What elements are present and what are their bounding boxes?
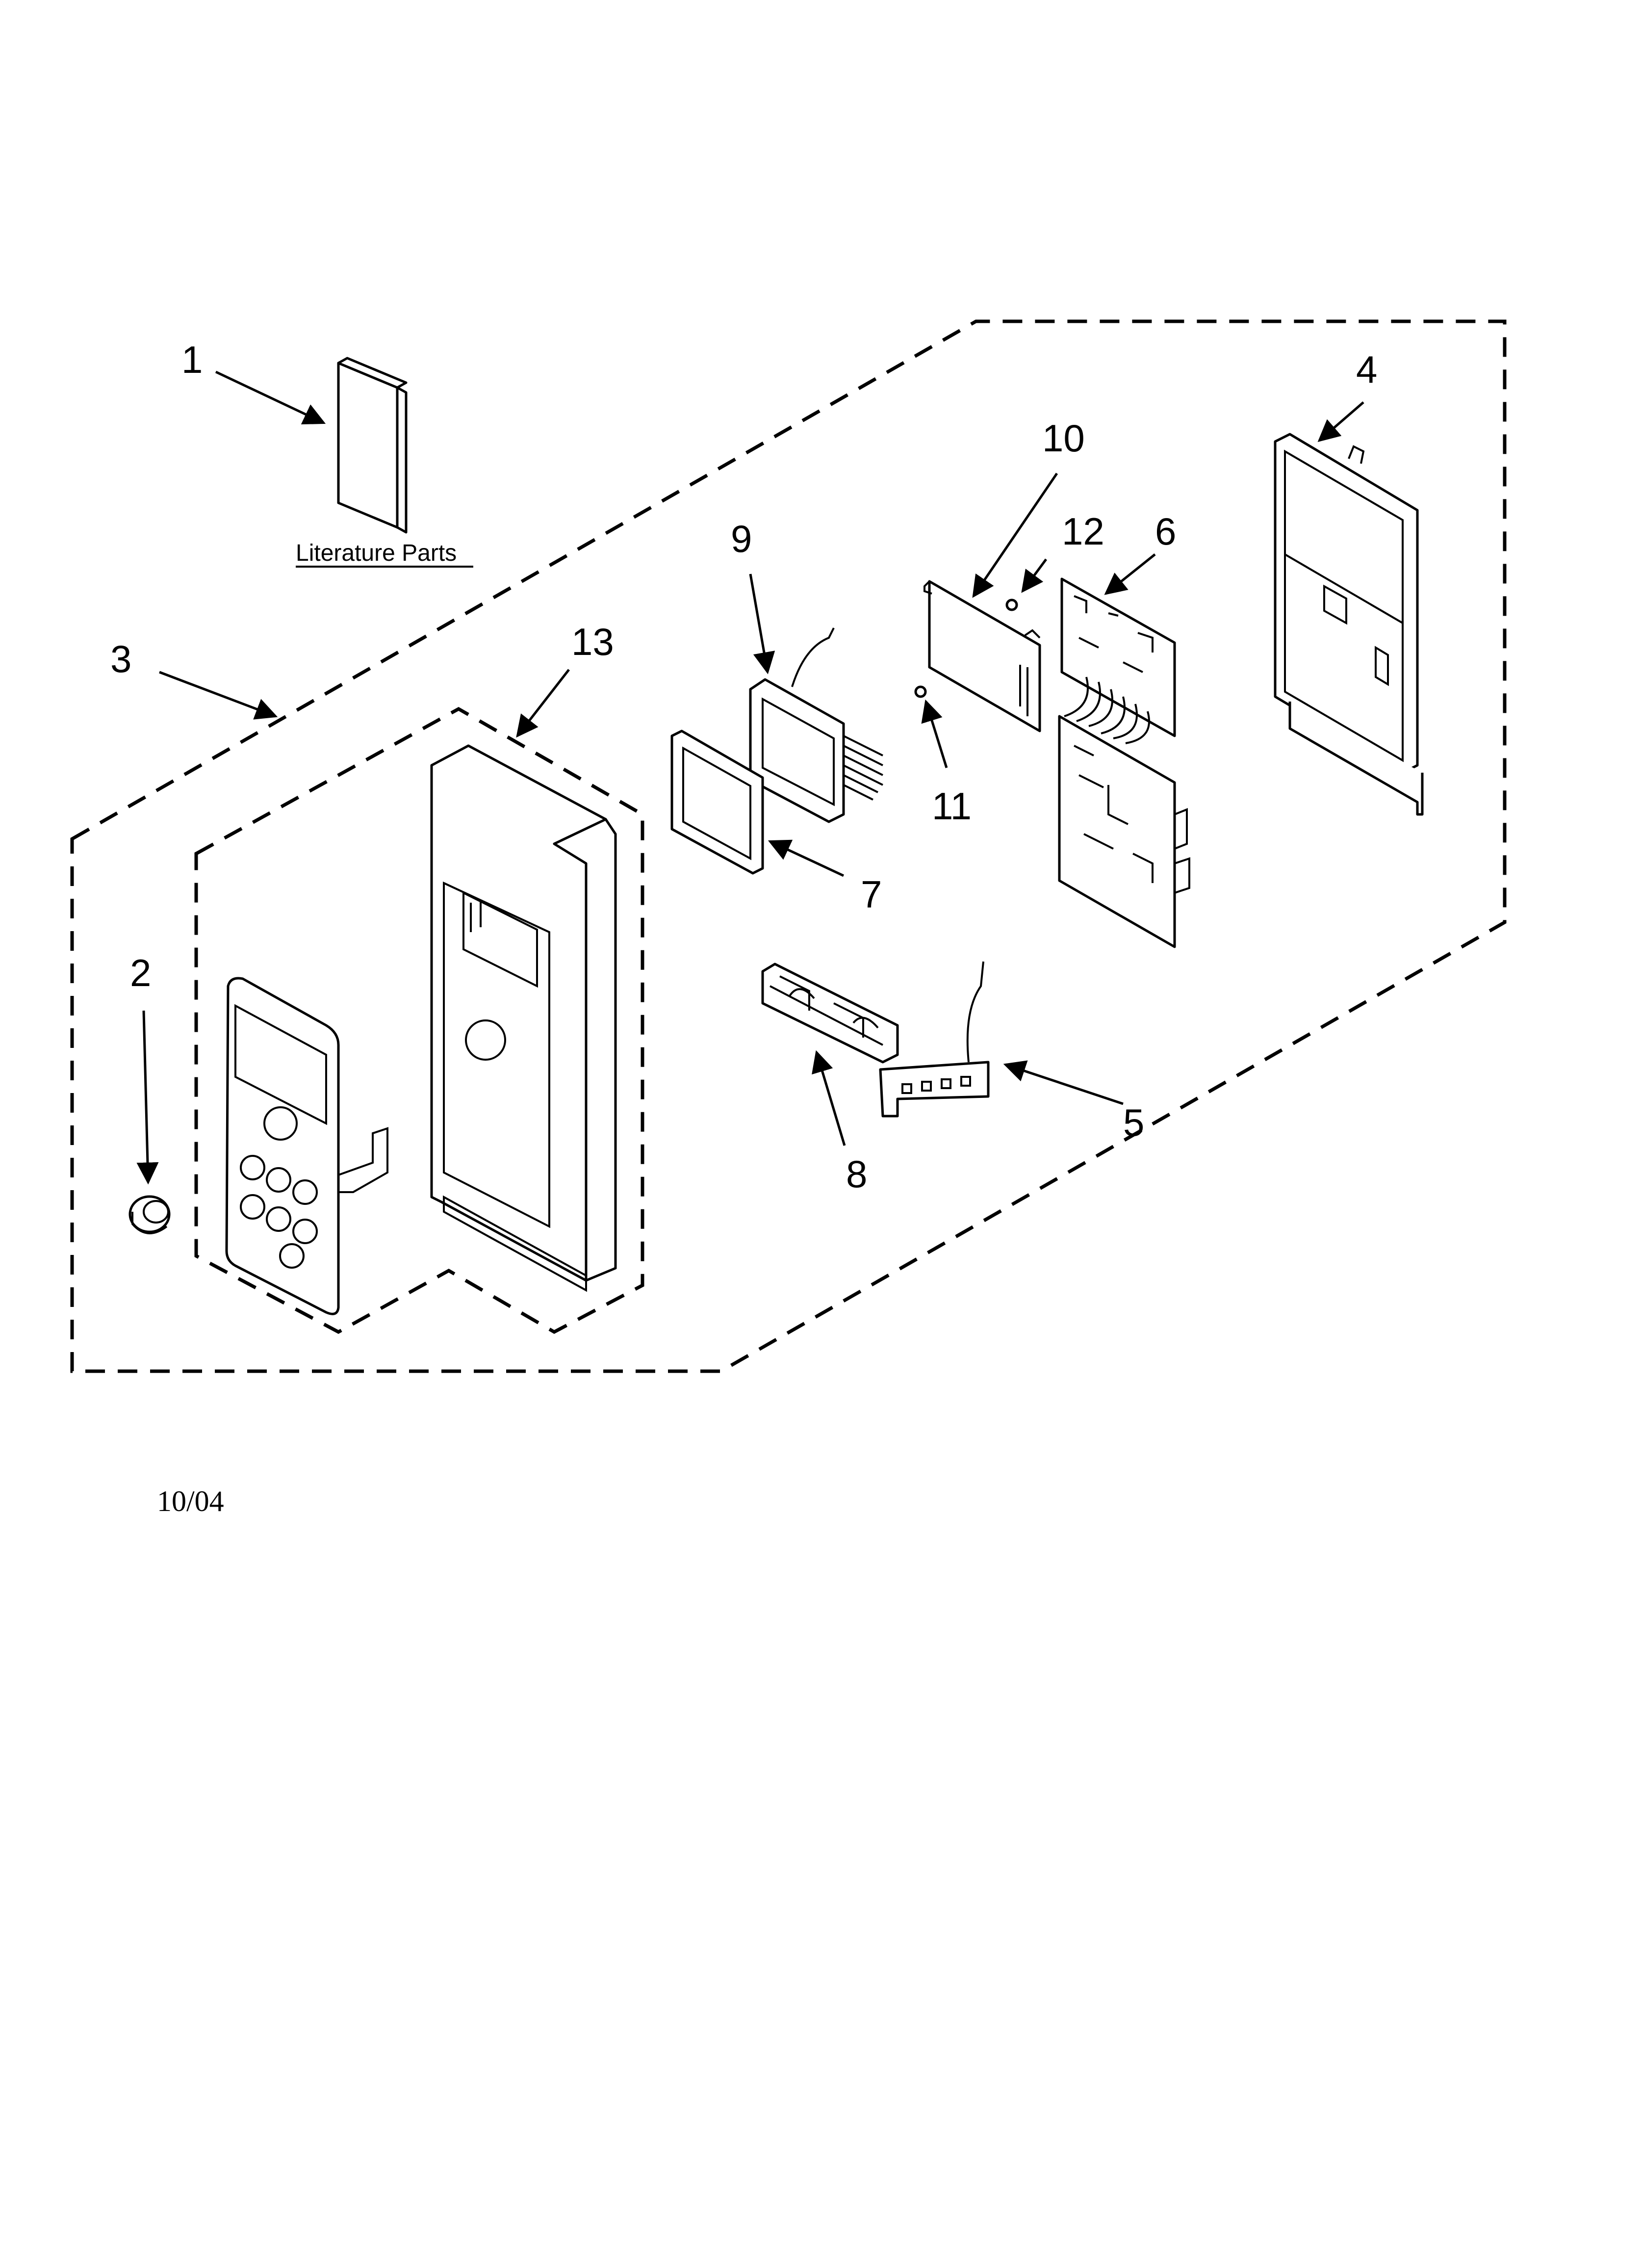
main-circuit-board bbox=[924, 580, 1041, 732]
leader-4 bbox=[1317, 401, 1364, 442]
small-part-11 bbox=[914, 685, 927, 698]
literature-parts-label: Literature Parts bbox=[296, 540, 457, 566]
leader-10 bbox=[972, 472, 1058, 598]
callout-4: 4 bbox=[1356, 348, 1377, 391]
leader-9 bbox=[749, 574, 775, 675]
callout-1: 1 bbox=[181, 338, 203, 381]
callout-10: 10 bbox=[1042, 417, 1085, 460]
sensor-board bbox=[879, 961, 990, 1118]
leader-5 bbox=[1003, 1060, 1124, 1105]
leader-2 bbox=[136, 1010, 159, 1185]
callout-2: 2 bbox=[130, 951, 151, 994]
leader-3 bbox=[159, 671, 278, 720]
callout-7: 7 bbox=[861, 873, 882, 916]
leader-7 bbox=[768, 839, 845, 877]
leader-11 bbox=[921, 699, 948, 768]
leader-8 bbox=[812, 1050, 846, 1146]
leader-12 bbox=[1021, 558, 1048, 593]
leader-13 bbox=[516, 669, 570, 738]
literature-booklet bbox=[337, 357, 408, 534]
callout-12: 12 bbox=[1062, 510, 1104, 553]
control-knob bbox=[128, 1195, 171, 1234]
display-window bbox=[670, 730, 764, 875]
leader-6 bbox=[1104, 553, 1156, 595]
callout-6: 6 bbox=[1155, 510, 1176, 553]
control-panel-housing bbox=[430, 744, 617, 1292]
callout-9: 9 bbox=[731, 517, 752, 560]
callout-5: 5 bbox=[1123, 1101, 1144, 1144]
leader-1 bbox=[215, 370, 326, 425]
callout-13: 13 bbox=[571, 620, 614, 663]
callout-11: 11 bbox=[932, 784, 972, 828]
inner-assembly-boundary bbox=[194, 706, 644, 1334]
callout-3: 3 bbox=[110, 637, 131, 680]
callout-8: 8 bbox=[846, 1152, 867, 1196]
membrane-keypad bbox=[225, 977, 388, 1315]
switch-bracket bbox=[761, 963, 899, 1064]
revision-date: 10/04 bbox=[157, 1485, 224, 1517]
pcb-assembly bbox=[1058, 577, 1190, 948]
small-part-12 bbox=[1005, 599, 1018, 611]
mounting-bracket bbox=[1274, 433, 1424, 816]
outer-assembly-boundary bbox=[70, 319, 1507, 1373]
display-assembly bbox=[749, 627, 883, 823]
